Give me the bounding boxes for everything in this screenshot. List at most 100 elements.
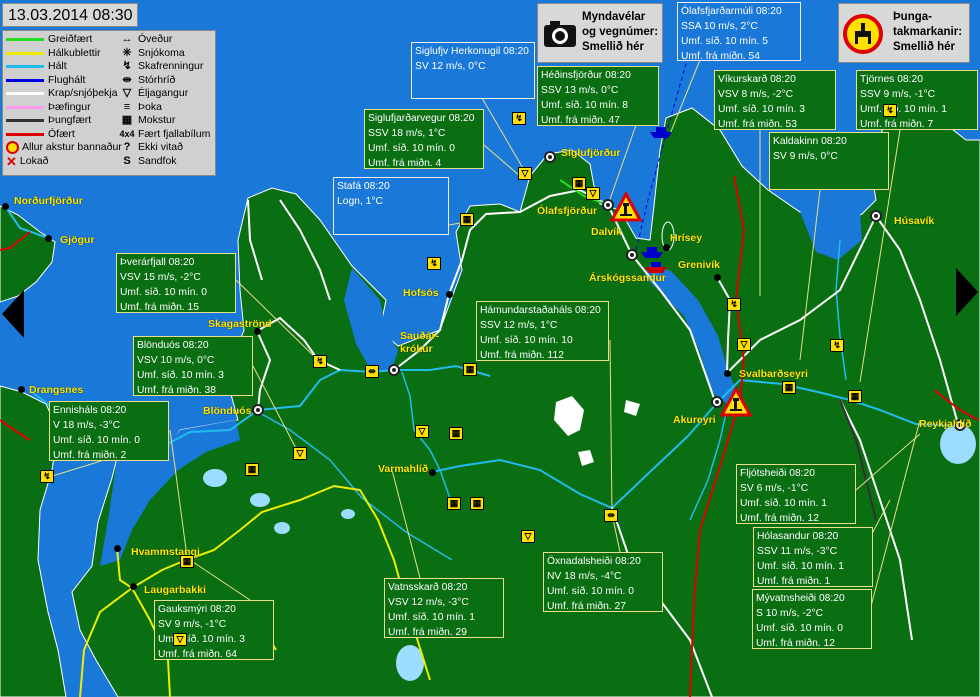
snow-showers-icon[interactable]: ▽ (737, 338, 751, 351)
town-ring-marker-icon[interactable] (544, 151, 556, 163)
snow-showers-icon[interactable]: ▽ (586, 187, 600, 200)
town-dot-marker-icon[interactable] (113, 544, 121, 552)
station-reading: Umf. frá miðn. 7 (860, 119, 934, 130)
town-ring-marker-icon[interactable] (388, 364, 400, 376)
roadwork-warning-icon[interactable] (610, 192, 642, 222)
place-label-dalvik: Dalvík (591, 226, 622, 238)
town-ring-marker-icon[interactable] (252, 404, 264, 416)
town-dot-marker-icon[interactable] (1, 202, 9, 210)
plowing-icon[interactable]: ▦ (447, 497, 461, 510)
town-dot-marker-icon[interactable] (713, 273, 721, 281)
plowing-icon[interactable]: ▦ (460, 213, 474, 226)
snow-showers-icon[interactable]: ▽ (415, 425, 429, 438)
plowing-icon[interactable]: ▦ (180, 555, 194, 568)
place-label-arskogssandur: Árskógssandur (589, 272, 667, 284)
station-reading: Umf. frá miðn. 38 (137, 385, 216, 396)
plowing-icon[interactable]: ▦ (572, 177, 586, 190)
plowing-icon[interactable]: ▦ (245, 463, 259, 476)
blizzard-icon[interactable]: ⇹ (365, 365, 379, 378)
drifting-snow-icon[interactable]: ↯ (40, 470, 54, 483)
ferry-icon[interactable] (641, 246, 663, 258)
legend-label: Óveður (138, 33, 173, 45)
place-label-varmahlid: Varmahlíð (378, 463, 429, 475)
station-title: Blönduós 08:20 (137, 340, 209, 351)
station-reading: Umf. frá miðn. 27 (547, 601, 626, 612)
station-title: Hólasandur 08:20 (757, 531, 839, 542)
weight-panel-text: Þunga- takmarkanir: Smellið hér (893, 10, 962, 55)
drifting-snow-icon[interactable]: ↯ (830, 339, 844, 352)
line-swatch (6, 51, 44, 55)
drifting-snow-icon[interactable]: ↯ (727, 298, 741, 311)
drifting-snow-icon[interactable]: ↯ (512, 112, 526, 125)
snow-showers-icon[interactable]: ▽ (521, 530, 535, 543)
town-ring-marker-icon[interactable] (870, 210, 882, 222)
snow-showers-icon[interactable]: ▽ (293, 447, 307, 460)
town-dot-marker-icon[interactable] (17, 385, 25, 393)
station-reading: Logn, 1°C (337, 196, 383, 207)
blizzard-icon[interactable]: ⇹ (604, 509, 618, 522)
ferry-icon[interactable] (650, 126, 672, 138)
weight-restrictions-panel[interactable]: Þunga- takmarkanir: Smellið hér (838, 3, 970, 63)
pan-right-arrow-icon[interactable] (956, 268, 978, 316)
place-label-drangsnes: Drangsnes (29, 384, 84, 396)
pan-left-arrow-icon[interactable] (2, 290, 24, 338)
plowing-icon[interactable]: ▦ (463, 363, 477, 376)
roadwork-warning-icon[interactable] (720, 387, 752, 417)
storm-icon: ↔ (121, 33, 133, 45)
town-dot-marker-icon[interactable] (253, 327, 261, 335)
legend-label: Mokstur (138, 114, 176, 126)
snow-showers-icon[interactable]: ▽ (518, 167, 532, 180)
place-label-line: Sauðár- (400, 330, 440, 342)
drifting-snow-icon[interactable]: ↯ (427, 257, 441, 270)
town-dot-marker-icon[interactable] (723, 369, 731, 377)
station-reading: Umf. síð. 10 mín. 1 (757, 561, 844, 572)
plowing-icon[interactable]: ▦ (470, 497, 484, 510)
town-ring-marker-icon[interactable] (626, 249, 638, 261)
plowing-icon[interactable]: ▦ (449, 427, 463, 440)
drifting-snow-icon[interactable]: ↯ (313, 355, 327, 368)
snow-showers-icon: ▽ (122, 87, 132, 99)
town-dot-marker-icon[interactable] (44, 234, 52, 242)
town-dot-marker-icon[interactable] (129, 582, 137, 590)
station-reading: Umf. síð. 10 mín. 1 (740, 498, 827, 509)
legend-road-column: Greiðfært Hálkublettir Hált Flughált Kra… (6, 33, 122, 168)
town-ring-marker-icon[interactable] (711, 396, 723, 408)
legend-row-thoka: ≡Þoka (119, 101, 210, 115)
ferry-icon[interactable] (645, 261, 667, 273)
plowing-icon[interactable]: ▦ (782, 381, 796, 394)
town-dot-marker-icon[interactable] (662, 243, 670, 251)
cameras-panel[interactable]: Myndavélar og vegnúmer: Smellið hér (537, 3, 663, 63)
closed-circle-icon (6, 141, 19, 155)
town-ring-marker-icon[interactable] (954, 419, 966, 431)
town-ring-marker-icon[interactable] (602, 199, 614, 211)
snow-showers-icon[interactable]: ▽ (173, 633, 187, 646)
plowing-icon[interactable]: ▦ (848, 390, 862, 403)
town-dot-marker-icon[interactable] (445, 290, 453, 298)
cameras-panel-text: Myndavélar og vegnúmer: Smellið hér (582, 10, 658, 55)
station-reading: Umf. síð. 10 mín. 5 (681, 36, 768, 47)
place-label-husavik: Húsavík (894, 215, 935, 227)
drifting-snow-icon[interactable]: ↯ (883, 104, 897, 117)
town-dot-marker-icon[interactable] (428, 468, 436, 476)
place-label-reykjahlid: Reykjahlíð (919, 418, 972, 430)
place-label-svalbardseyri: Svalbarðseyri (739, 368, 808, 380)
